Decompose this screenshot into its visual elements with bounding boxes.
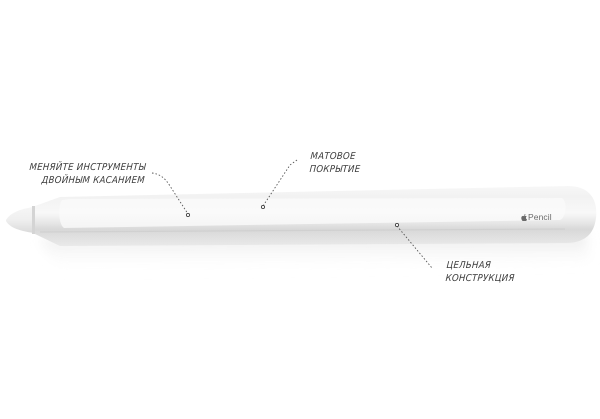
callout-line: двойным касанием	[40, 175, 145, 186]
brand-label: Pencil	[528, 212, 552, 222]
callout-unibody: Цельная конструкция	[445, 259, 516, 285]
callout-line: покрытие	[309, 164, 361, 175]
callout-leaders	[151, 159, 433, 269]
flat-side-face	[59, 198, 566, 228]
callout-dot-double-tap	[185, 212, 191, 218]
callout-line: Меняйте инструменты	[28, 162, 146, 173]
callout-double-tap: Меняйте инструменты двойным касанием	[28, 161, 146, 187]
callout-line: Матовое	[310, 151, 357, 162]
callout-line: Цельная	[446, 260, 492, 271]
callout-matte: Матовое покрытие	[309, 150, 362, 176]
pencil-brand-mark: Pencil	[521, 212, 552, 222]
apple-logo-icon	[521, 214, 527, 221]
callout-dot-matte	[260, 204, 266, 210]
callout-line: конструкция	[445, 273, 516, 284]
callout-dot-unibody	[394, 222, 400, 228]
pencil-tip	[6, 207, 34, 233]
tip-seam	[32, 206, 35, 234]
